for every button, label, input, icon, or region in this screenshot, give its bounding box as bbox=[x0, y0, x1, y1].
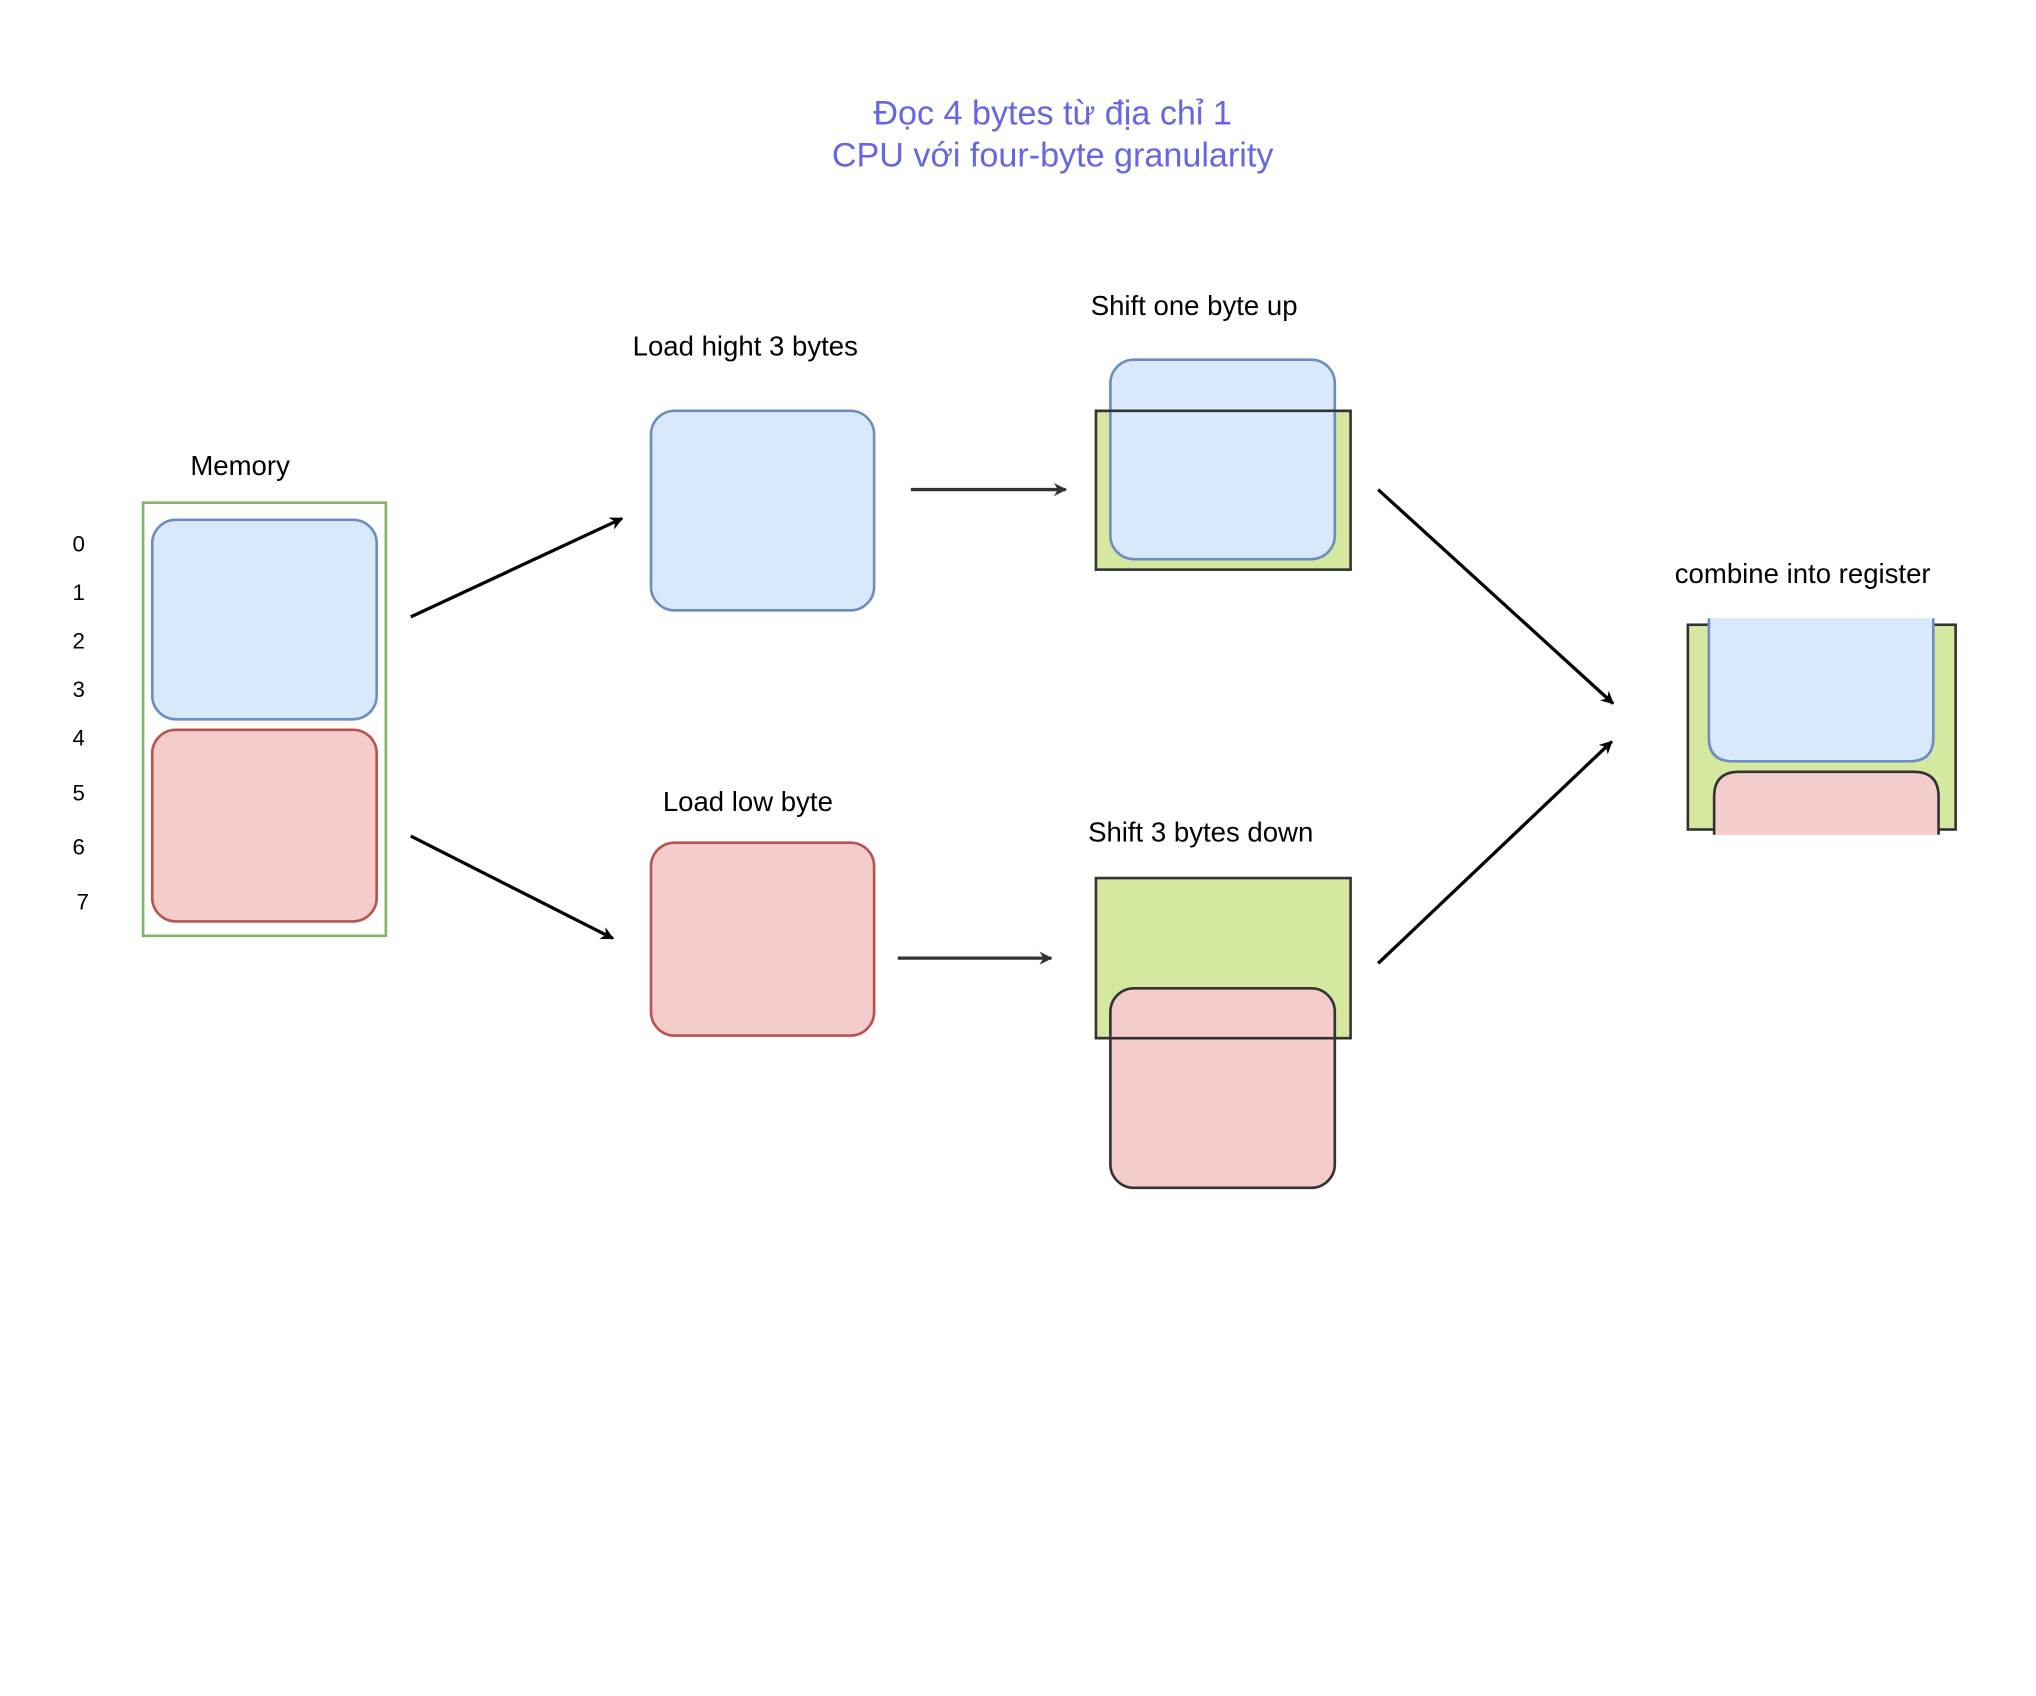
arrow-memory-to-load-low bbox=[410, 834, 615, 940]
memory-address-1: 1 bbox=[72, 580, 85, 606]
arrow-shift-up-to-combine bbox=[1377, 488, 1615, 705]
arrow-shift-down-to-combine bbox=[1376, 740, 1613, 965]
load-low-label: Load low byte bbox=[662, 787, 833, 818]
title-line-1: Đọc 4 bytes từ địa chỉ 1 bbox=[873, 93, 1232, 133]
combined-low-part bbox=[1714, 771, 1939, 835]
combined-low-part-outline bbox=[1712, 770, 1940, 835]
combined-high-part bbox=[1707, 618, 1935, 763]
memory-address-4: 4 bbox=[72, 725, 85, 751]
shift-down-label: Shift 3 bytes down bbox=[1088, 817, 1314, 848]
shift-up-block bbox=[1109, 358, 1337, 561]
memory-address-0: 0 bbox=[72, 531, 85, 557]
memory-label: Memory bbox=[190, 451, 290, 482]
memory-address-2: 2 bbox=[72, 628, 85, 654]
load-high-label: Load hight 3 bytes bbox=[632, 332, 858, 363]
memory-address-5: 5 bbox=[72, 780, 85, 806]
shift-up-label: Shift one byte up bbox=[1090, 291, 1298, 322]
loaded-high-bytes-block bbox=[649, 409, 876, 612]
title-line-2: CPU với four-byte granularity bbox=[831, 135, 1274, 175]
memory-address-7: 7 bbox=[76, 889, 89, 915]
memory-high-bytes-block bbox=[150, 518, 378, 721]
memory-address-6: 6 bbox=[72, 834, 85, 860]
combine-label: combine into register bbox=[1674, 559, 1931, 590]
memory-address-3: 3 bbox=[72, 677, 85, 703]
loaded-low-byte-block bbox=[649, 841, 876, 1037]
memory-low-bytes-block bbox=[150, 728, 378, 923]
diagram-svg bbox=[141, 358, 1957, 1190]
shift-down-block bbox=[1109, 987, 1337, 1190]
arrow-memory-to-load-high bbox=[410, 516, 624, 619]
